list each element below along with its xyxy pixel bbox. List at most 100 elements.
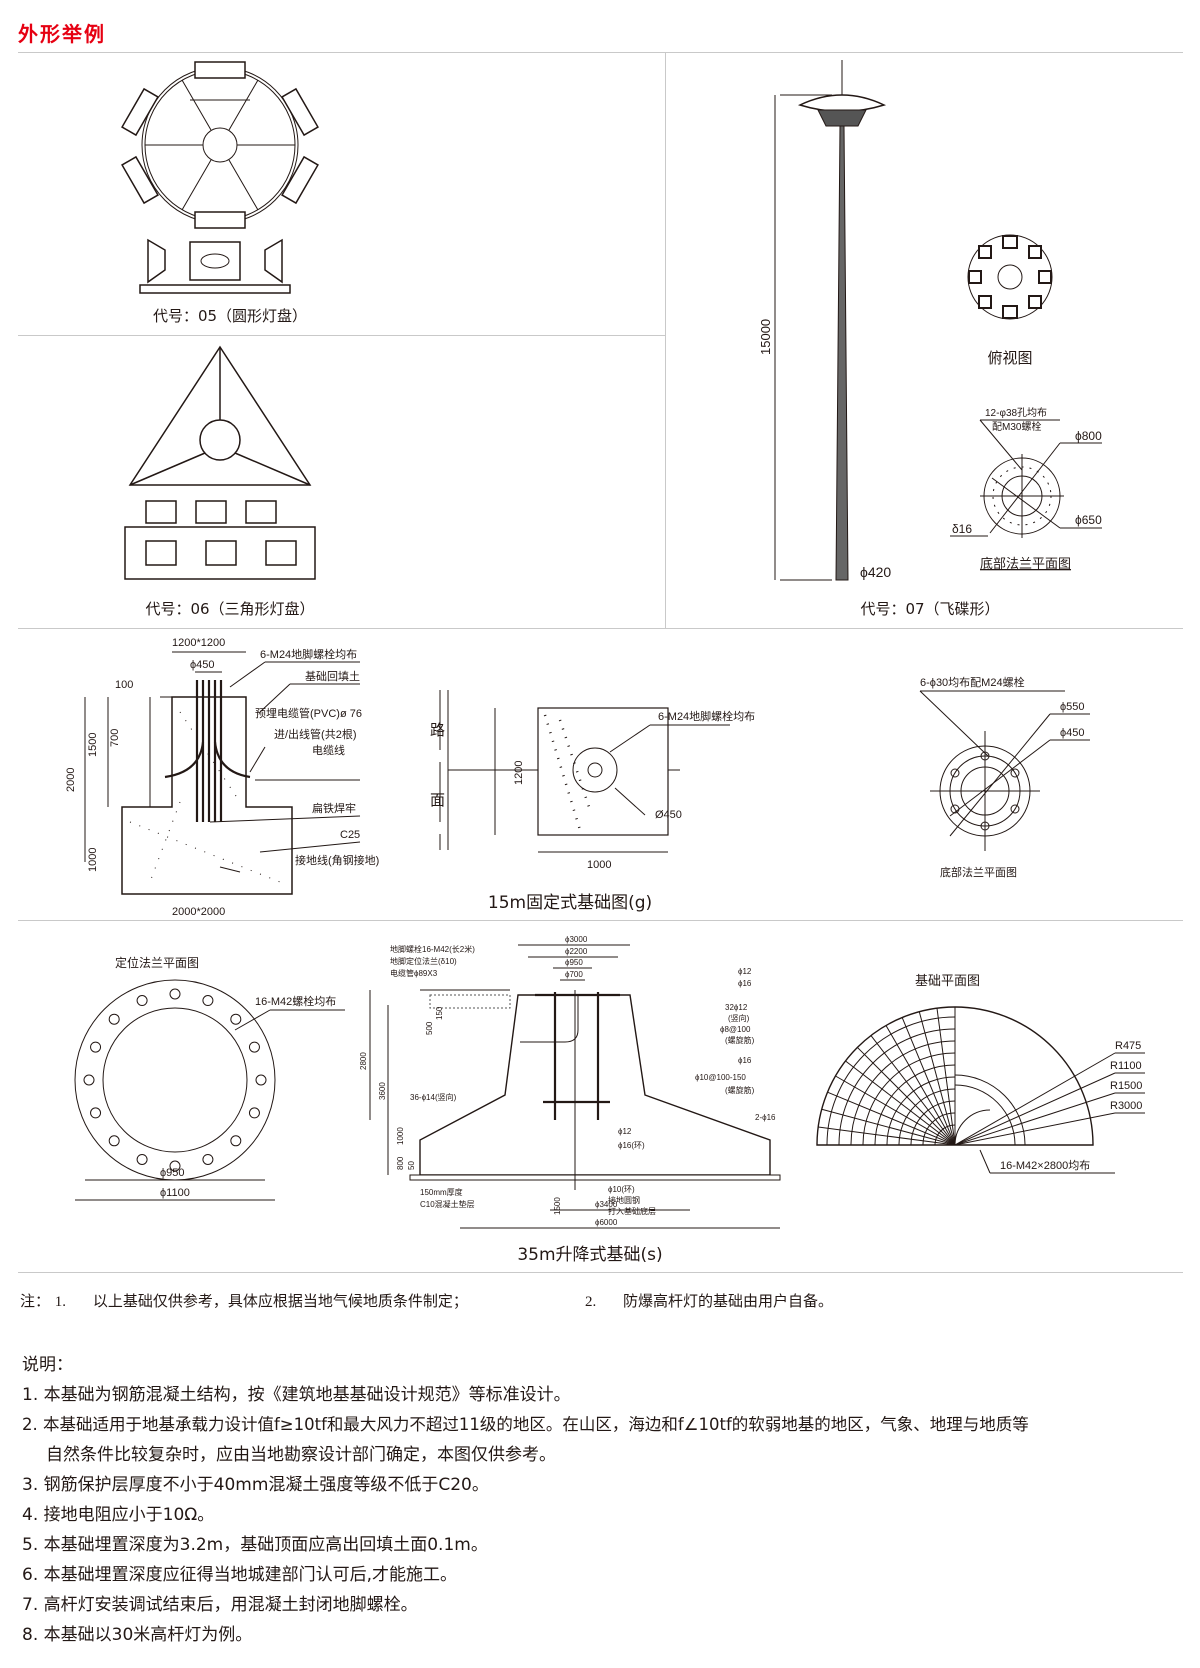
explanation-item: 4. 接地电阻应小于10Ω。 <box>22 1505 215 1525</box>
dim-100: 100 <box>115 679 133 691</box>
dim-1000: 1000 <box>87 848 99 872</box>
fixed-foundation-title: 15m固定式基础图(g) <box>487 893 653 913</box>
note-1-text: 以上基础仅供参考，具体应根据当地气候地质条件制定； <box>92 1292 468 1310</box>
label-10-100: ϕ10@100-150 <box>695 1073 746 1082</box>
dim-top: 1200*1200 <box>172 637 225 649</box>
note-2-num: 2. <box>585 1294 597 1310</box>
label-anchor-bolts: 地脚螺栓16-M42(长2米) <box>390 944 475 954</box>
dim-800: 800 <box>396 1156 405 1170</box>
example-05-caption: 代号：05（圆形灯盘） <box>152 307 308 325</box>
flange-inner-dim: ϕ650 <box>1075 513 1102 527</box>
label-spiral-2: (螺旋筋) <box>725 1085 755 1095</box>
section-title: 外形举例 <box>18 22 106 46</box>
dim-3400: ϕ3400 <box>595 1200 618 1209</box>
pole-flange-drawing: 12-φ38孔均布 配M30螺栓 ϕ800 ϕ650 δ16 底部法兰平面图 <box>950 407 1102 571</box>
ufo-pole-drawing: 15000 ϕ420 <box>758 60 891 581</box>
lift-foundation-section: 地脚螺栓16-M42(长2米) 地脚定位法兰(δ10) 电缆管ϕ89X3 ϕ30… <box>359 935 781 1229</box>
rebar-radial <box>821 1108 956 1146</box>
fixed-flange-inner: ϕ450 <box>1060 727 1085 739</box>
divider <box>18 52 1183 53</box>
rebar-radial <box>845 1060 956 1146</box>
bolt-hole <box>202 995 214 1007</box>
label-vertical: (竖向) <box>728 1013 750 1023</box>
divider <box>18 1272 1183 1273</box>
explanation-item: 5. 本基础埋置深度为3.2m，基础顶面应高出回填土面0.1m。 <box>22 1535 488 1555</box>
bolt-hole <box>108 1135 120 1147</box>
label-m12: ϕ12 <box>618 1127 632 1136</box>
bolt-hole <box>255 1074 267 1086</box>
bolt-hole <box>90 1107 102 1119</box>
note-row: 注： 1. 以上基础仅供参考，具体应根据当地气候地质条件制定； <box>20 1290 468 1311</box>
bolt-hole <box>202 1153 214 1165</box>
dim-pipe: ϕ450 <box>190 659 215 671</box>
pole-height-dim: 15000 <box>758 319 773 355</box>
label-m16: ϕ16(环) <box>618 1141 645 1150</box>
label-8-100: ϕ8@100 <box>720 1025 751 1034</box>
fixed-flange-outer: ϕ550 <box>1060 701 1085 713</box>
rebar-radial <box>827 1091 956 1146</box>
label-spiral: (螺旋筋) <box>725 1035 755 1045</box>
pole-base-dim: ϕ420 <box>860 564 891 580</box>
explanation-title: 说明： <box>22 1355 73 1375</box>
dim-1500: 1500 <box>87 733 99 757</box>
label-bolts: 6-M24地脚螺栓均布 <box>260 647 357 661</box>
divider <box>18 628 1183 629</box>
fixed-flange-holes: 6-ϕ30均布配M24螺栓 <box>920 675 1025 689</box>
label-cable-pipe: 电缆管ϕ89X3 <box>390 968 438 978</box>
positioning-flange-drawing: 定位法兰平面图 16-M42螺栓均布 ϕ950 ϕ1100 <box>74 955 345 1201</box>
example-07-caption: 代号：07（飞碟形） <box>860 600 1000 618</box>
label-2-16: 2-ϕ16 <box>755 1113 776 1122</box>
bolt-hole <box>248 1041 260 1053</box>
radius-1500: R1500 <box>1110 1080 1142 1092</box>
top-view-drawing <box>967 234 1053 320</box>
explanation-item: 8. 本基础以30米高杆灯为例。 <box>22 1625 253 1645</box>
lift-foundation-plan: 基础平面图 R475 R1100 R1500 R3000 16-M42×2800… <box>816 973 1145 1174</box>
explanation-item: 7. 高杆灯安装调试结束后，用混凝土封闭地脚螺栓。 <box>22 1595 418 1615</box>
rebar-radial <box>857 1047 956 1146</box>
note-1-num: 1. <box>54 1294 67 1310</box>
flange-bolts-label: 配M30螺栓 <box>992 420 1041 433</box>
dim-3000: ϕ3000 <box>565 935 588 944</box>
triangular-lamp-panel-drawing <box>124 345 316 580</box>
explanation-item: 1. 本基础为钢筋混凝土结构，按《建筑地基基础设计规范》等标准设计。 <box>22 1385 571 1405</box>
top-view-label: 俯视图 <box>987 349 1033 367</box>
flange-title: 底部法兰平面图 <box>980 556 1071 571</box>
explanation-block: 说明： 1. 本基础为钢筋混凝土结构，按《建筑地基基础设计规范》等标准设计。 2… <box>22 1350 1029 1650</box>
divider <box>18 335 665 336</box>
label-r16b: ϕ16 <box>738 1056 752 1065</box>
bolt-hole <box>230 1135 242 1147</box>
bolt-hole <box>90 1041 102 1053</box>
note-2-text: 防爆高杆灯的基础由用户自备。 <box>623 1292 834 1310</box>
label-ground-wire: 接地线(角钢接地) <box>295 853 379 867</box>
flange-thickness-dim: δ16 <box>952 522 972 536</box>
plan-bolts: 16-M42×2800均布 <box>1000 1159 1090 1172</box>
label-r16: ϕ16 <box>738 979 752 988</box>
label-32-12: 32ϕ12 <box>725 1003 748 1012</box>
label-36-14: 36-ϕ14(竖向) <box>410 1092 457 1102</box>
bolt-hole <box>108 1013 120 1025</box>
label-pad-concrete: C10混凝土垫层 <box>420 1199 475 1209</box>
road-label-1: 路 <box>430 722 445 739</box>
explanation-item: 3. 钢筋保护层厚度不小于40mm混凝土强度等级不低于C20。 <box>22 1475 489 1495</box>
rebar-radial <box>885 1025 956 1146</box>
label-in-out-pipe: 进/出线管(共2根) <box>274 727 357 741</box>
lift-foundation-title: 35m升降式基础(s) <box>517 1245 663 1265</box>
round-lamp-panel-drawing <box>121 61 319 294</box>
label-flat-iron: 扁铁焊牢 <box>312 801 356 815</box>
radius-3000: R3000 <box>1110 1100 1142 1112</box>
plan-bolts-label: 6-M24地脚螺栓均布 <box>658 709 755 723</box>
dim-700: 700 <box>109 729 121 747</box>
dim-50: 50 <box>407 1161 416 1170</box>
dim-2000: 2000 <box>65 768 77 792</box>
flange-outer-dim: ϕ800 <box>1075 429 1102 443</box>
label-positioning-flange: 地脚定位法兰(δ10) <box>390 956 457 966</box>
positioning-flange-bolts: 16-M42螺栓均布 <box>255 994 336 1008</box>
divider <box>665 52 666 628</box>
dim-950: ϕ950 <box>565 958 583 967</box>
bolt-hole <box>248 1107 260 1119</box>
positioning-flange-inner: ϕ950 <box>160 1167 185 1179</box>
dim-150: 150 <box>435 1006 444 1020</box>
note-row-2: 2. 防爆高杆灯的基础由用户自备。 <box>585 1290 833 1311</box>
positioning-flange-outer: ϕ1100 <box>160 1187 190 1199</box>
example-06-caption: 代号：06（三角形灯盘） <box>145 600 315 618</box>
